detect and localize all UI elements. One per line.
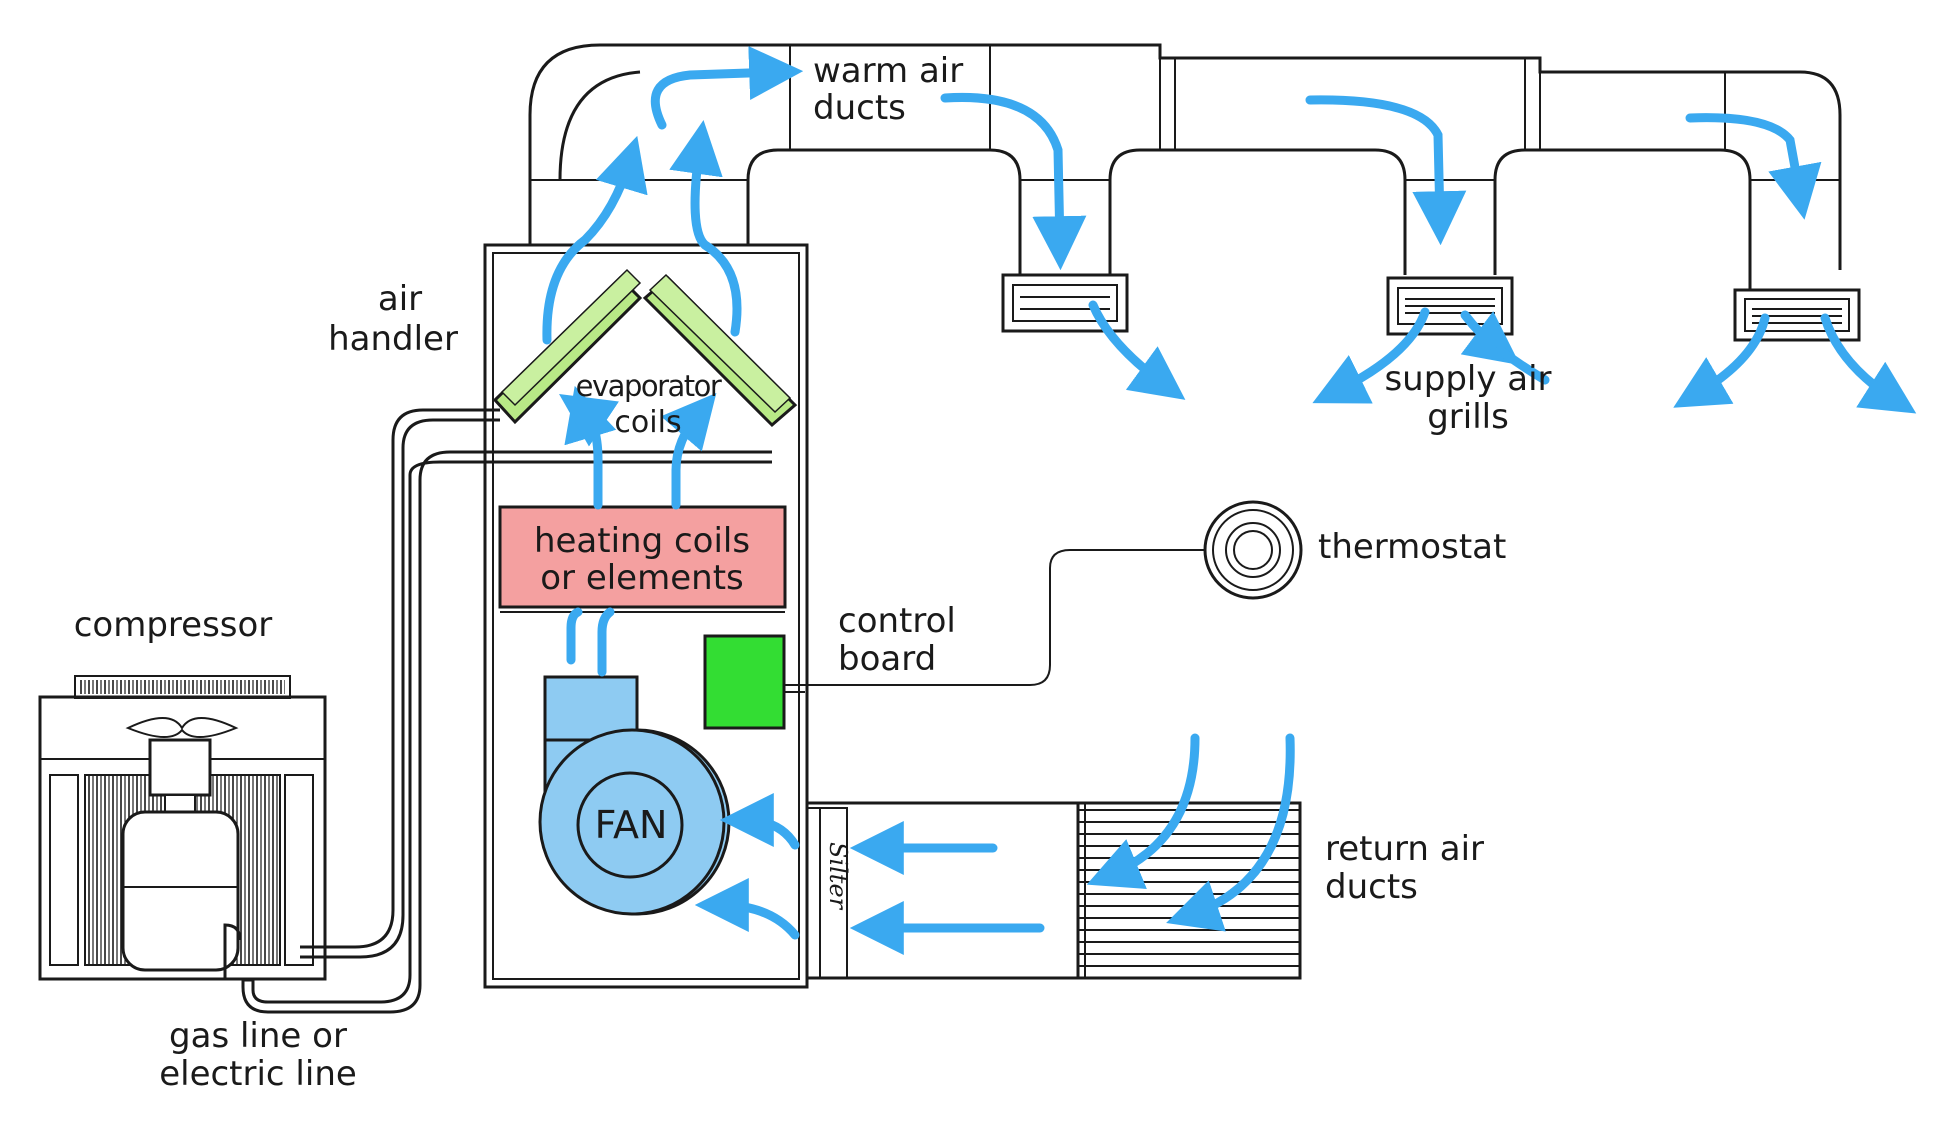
filter-brand: Silter — [824, 842, 852, 911]
airflow-arrow — [1088, 300, 1186, 400]
airflow-arrow — [542, 135, 648, 345]
fan-icon — [538, 675, 731, 916]
airflow-arrow — [1685, 113, 1822, 220]
airflow-arrow — [669, 120, 742, 337]
label-compressor: compressor — [74, 605, 273, 645]
return-air-duct — [805, 801, 1302, 980]
svg-text:grills: grills — [1427, 397, 1509, 437]
airflow-arrow — [1086, 733, 1200, 889]
airflow-arrow — [660, 392, 717, 510]
thermostat-icon — [1203, 500, 1303, 600]
svg-text:air: air — [378, 279, 422, 319]
svg-text:evaporator: evaporator — [576, 369, 722, 403]
airflow-arrow — [1166, 733, 1295, 932]
label-thermostat: thermostat — [1318, 527, 1506, 567]
svg-text:or elements: or elements — [540, 558, 744, 598]
svg-text:control: control — [838, 601, 956, 641]
svg-text:supply air: supply air — [1384, 359, 1551, 399]
svg-text:ducts: ducts — [1325, 867, 1418, 907]
label-warm-air-ducts: warm air ducts — [813, 51, 963, 128]
svg-text:return air: return air — [1325, 829, 1484, 869]
label-supply-air-grills: supply air grills — [1384, 359, 1551, 437]
svg-text:warm air: warm air — [813, 51, 963, 91]
label-return-air-ducts: return air ducts — [1325, 829, 1484, 907]
label-heating-coils: heating coils or elements — [534, 521, 750, 598]
airflow-arrow — [1305, 95, 1467, 246]
airflow-arrow — [719, 793, 800, 850]
airflow-arrow — [1312, 307, 1430, 404]
svg-text:electric line: electric line — [159, 1054, 357, 1094]
airflow-arrow — [1820, 313, 1917, 414]
thermostat-wire — [784, 549, 1205, 686]
airflow-arrows — [542, 45, 1917, 955]
airflow-arrow — [1495, 345, 1550, 385]
svg-text:handler: handler — [328, 319, 458, 359]
label-evaporator-coils: evaporator coils — [576, 369, 724, 440]
airflow-arrow — [940, 92, 1087, 271]
supply-grill-3 — [1733, 288, 1861, 342]
label-gas-line: gas line or electric line — [159, 1016, 357, 1094]
compressor-icon — [38, 675, 327, 981]
airflow-arrow — [566, 607, 583, 665]
airflow-arrow — [559, 394, 619, 510]
svg-text:board: board — [838, 639, 936, 679]
heating-coils — [498, 505, 787, 613]
label-air-handler: air handler — [328, 279, 458, 359]
supply-grill-1 — [1001, 273, 1129, 333]
refrigerant-lines — [223, 408, 772, 1014]
airflow-arrow — [1673, 313, 1770, 408]
label-fan: FAN — [595, 803, 668, 847]
airflow-arrow — [597, 607, 615, 677]
control-board — [703, 634, 786, 730]
svg-text:coils: coils — [614, 405, 681, 440]
airflow-arrow — [694, 878, 800, 940]
svg-text:gas line or: gas line or — [169, 1016, 347, 1056]
svg-text:ducts: ducts — [813, 88, 906, 128]
supply-grill-2 — [1386, 276, 1514, 336]
evaporator-coils — [492, 268, 798, 428]
airflow-arrow — [650, 45, 804, 130]
svg-text:heating coils: heating coils — [534, 521, 750, 561]
label-control-board: control board — [838, 601, 956, 679]
